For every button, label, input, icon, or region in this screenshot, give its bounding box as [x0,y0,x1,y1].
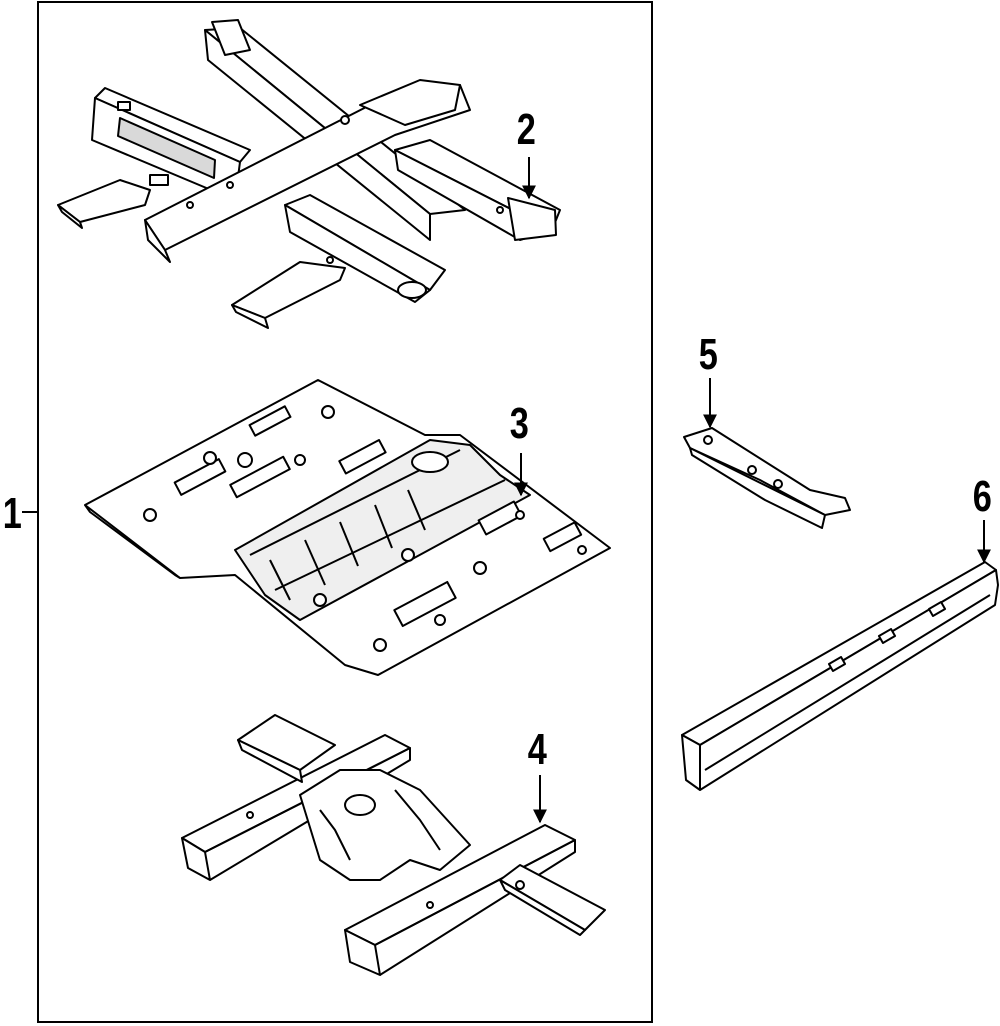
floor-pan [85,380,610,675]
callout-label-2: 2 [516,105,536,154]
callout-arrows [514,157,991,824]
callout-label-1: 1 [2,489,22,538]
callout-label-3: 3 [509,399,529,448]
floor-rail-assembly [182,715,605,975]
crossmember-bracket [684,428,850,528]
callout-label-6: 6 [972,472,992,521]
floor-frame-assembly [58,20,560,328]
callout-label-4: 4 [527,725,547,774]
assembly-bracket [22,1,653,1023]
rocker-panel [682,562,998,790]
callout-label-5: 5 [698,330,718,379]
